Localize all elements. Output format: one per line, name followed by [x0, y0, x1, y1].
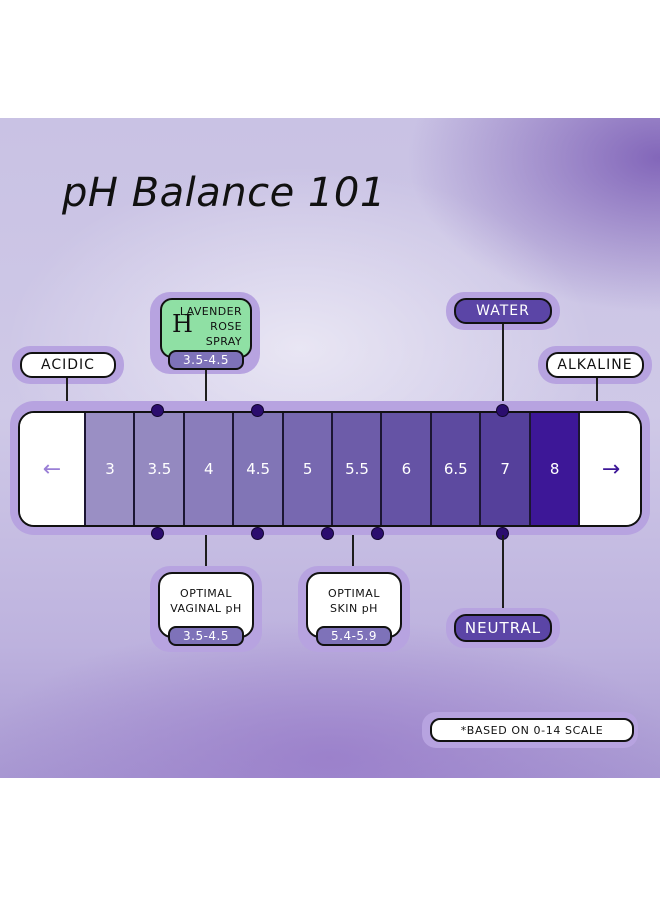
skin-range-tag: 5.4-5.9 — [316, 626, 392, 646]
scale-footnote: *BASED ON 0-14 SCALE — [430, 718, 634, 742]
product-name-line3: SPRAY — [205, 335, 242, 348]
marker-dot-5.4-bottom — [321, 527, 334, 540]
alkaline-label: ALKALINE — [546, 352, 644, 378]
acidic-arrow-cell: ← — [20, 413, 84, 525]
ph-cell-label: 6.5 — [443, 460, 468, 478]
vaginal-range-tag: 3.5-4.5 — [168, 626, 244, 646]
acidic-label: ACIDIC — [20, 352, 116, 378]
ph-cell-label: 5 — [302, 460, 313, 478]
ph-cell-label: 4.5 — [246, 460, 271, 478]
ph-cell-3: 3 — [84, 413, 134, 525]
ph-cell-label: 4 — [204, 460, 214, 478]
product-card: H LAVENDER ROSE SPRAY — [160, 298, 252, 358]
marker-dot-4.5-top — [251, 404, 264, 417]
marker-dot-7-top — [496, 404, 509, 417]
ph-cell-label: 3.5 — [147, 460, 172, 478]
ph-cell-label: 7 — [500, 460, 510, 478]
neutral-connector-line — [502, 535, 504, 615]
skin-title-line1: OPTIMAL — [328, 587, 380, 600]
water-label: WATER — [454, 298, 552, 324]
skin-title-line2: SKIN pH — [330, 602, 378, 615]
arrow-right-icon: → — [601, 456, 621, 482]
ph-cell-6.5: 6.5 — [429, 413, 480, 525]
brand-logo: H — [172, 310, 193, 338]
marker-dot-3.5-bottom — [151, 527, 164, 540]
ph-cell-5.5: 5.5 — [331, 413, 381, 525]
arrow-left-icon: ← — [42, 456, 62, 482]
water-connector-line — [502, 324, 504, 410]
vaginal-title-line1: OPTIMAL — [180, 587, 232, 600]
ph-cell-4: 4 — [182, 413, 233, 525]
marker-dot-4.5-bottom — [251, 527, 264, 540]
vaginal-title-line2: VAGINAL pH — [170, 602, 242, 615]
vaginal-connector-line — [205, 535, 207, 571]
product-name: LAVENDER ROSE SPRAY — [180, 304, 242, 349]
ph-cell-4.5: 4.5 — [232, 413, 283, 525]
alkaline-arrow-cell: → — [578, 413, 640, 525]
ph-cell-label: 5.5 — [345, 460, 369, 478]
skin-card-title: OPTIMAL SKIN pH — [308, 586, 400, 616]
ph-cell-8: 8 — [528, 413, 579, 525]
product-name-line1: LAVENDER — [179, 305, 242, 318]
skin-connector-line — [352, 535, 354, 571]
page-title: pH Balance 101 — [62, 170, 386, 216]
ph-cell-7: 7 — [479, 413, 530, 525]
ph-cell-label: 8 — [549, 460, 560, 478]
ph-cell-label: 6 — [401, 460, 412, 478]
ph-cell-6: 6 — [380, 413, 431, 525]
ph-cell-label: 3 — [105, 460, 115, 478]
neutral-label: NEUTRAL — [454, 614, 552, 642]
alkaline-connector-line — [596, 378, 598, 410]
ph-scale-bar: ← 3 3.5 4 4.5 5 5.5 6 6.5 7 8 → — [18, 411, 642, 527]
marker-dot-5.9-bottom — [371, 527, 384, 540]
product-name-line2: ROSE — [210, 320, 242, 333]
marker-dot-3.5-top — [151, 404, 164, 417]
product-range-tag: 3.5-4.5 — [168, 350, 244, 370]
product-connector-line — [205, 370, 207, 410]
acidic-connector-line — [66, 378, 68, 410]
vaginal-card-title: OPTIMAL VAGINAL pH — [160, 586, 252, 616]
ph-cell-3.5: 3.5 — [133, 413, 184, 525]
ph-cell-5: 5 — [281, 413, 332, 525]
infographic-panel: pH Balance 101 H LAVENDER ROSE SPRAY 3.5… — [0, 118, 660, 778]
